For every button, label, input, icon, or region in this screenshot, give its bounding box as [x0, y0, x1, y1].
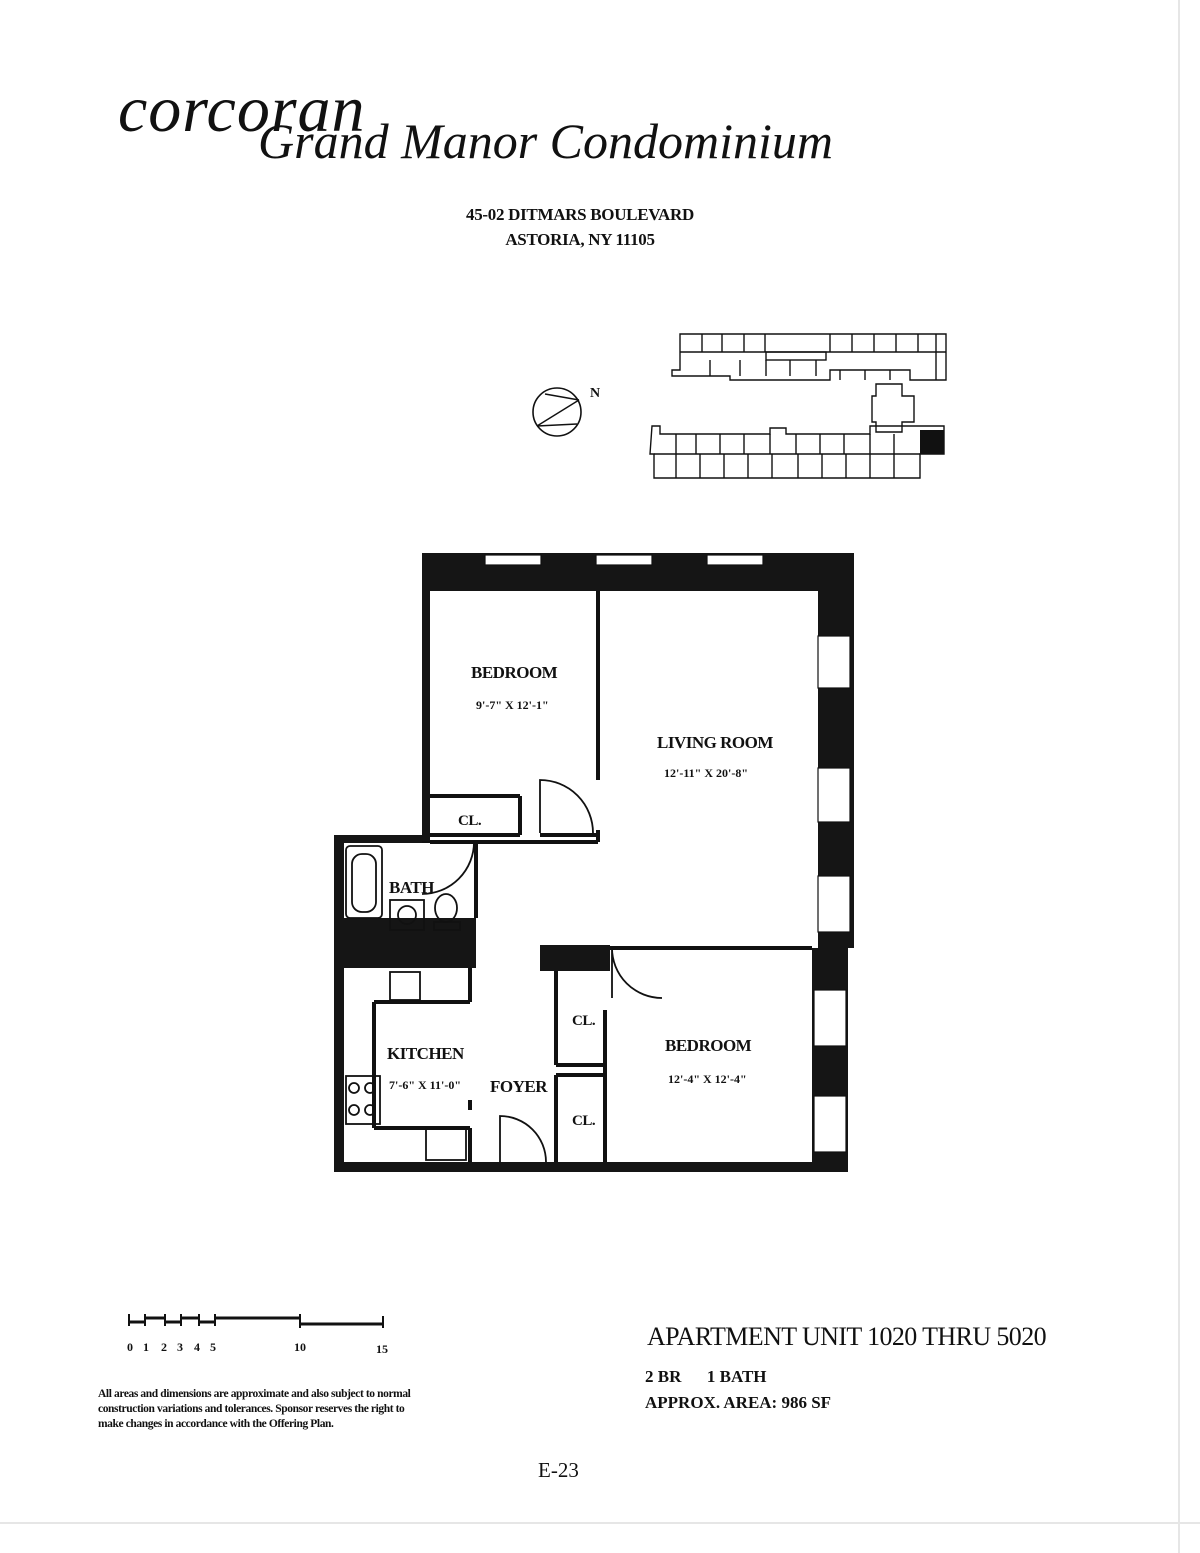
living-room-dims: 12'-11" X 20'-8"	[664, 766, 748, 780]
kitchen-label: KITCHEN	[387, 1044, 464, 1063]
scale-tick-3: 3	[177, 1340, 183, 1354]
unit-rooms: 2 BR 1 BATH	[645, 1367, 767, 1386]
north-compass-icon	[532, 387, 582, 437]
scale-tick-4: 4	[194, 1340, 200, 1354]
scale-tick-5: 5	[210, 1340, 216, 1354]
bedroom-1-label: BEDROOM	[471, 663, 558, 682]
foyer-label: FOYER	[490, 1077, 548, 1096]
floor-plan	[334, 553, 854, 1172]
kitchen-dims: 7'-6" X 11'-0"	[389, 1078, 461, 1092]
scale-tick-0: 0	[127, 1340, 133, 1354]
scale-tick-15: 15	[376, 1342, 388, 1356]
closet-1-label: CL.	[458, 813, 482, 829]
unit-title: APARTMENT UNIT 1020 THRU 5020	[647, 1322, 1047, 1351]
living-room-label: LIVING ROOM	[657, 733, 773, 752]
scale-tick-10: 10	[294, 1340, 306, 1354]
closet-2-label: CL.	[572, 1013, 596, 1029]
north-label: N	[590, 386, 601, 401]
disclaimer-text: All areas and dimensions are approximate…	[98, 1388, 411, 1430]
scale-tick-1: 1	[143, 1340, 149, 1354]
key-plan	[649, 333, 947, 479]
scan-edge-right	[1178, 0, 1180, 1553]
corcoran-logo: corcoran	[118, 73, 366, 146]
address-line-2: ASTORIA, NY 11105	[505, 230, 655, 249]
unit-area: APPROX. AREA: 986 SF	[645, 1393, 832, 1412]
bedroom-1-dims: 9'-7" X 12'-1"	[476, 698, 549, 712]
bath-label: BATH	[389, 878, 434, 897]
building-title: Grand Manor Condominium	[258, 113, 834, 169]
scale-bar	[128, 1314, 384, 1328]
bedroom-2-label: BEDROOM	[665, 1036, 752, 1055]
scan-edge-bottom	[0, 1522, 1200, 1524]
bedroom-2-dims: 12'-4" X 12'-4"	[668, 1072, 747, 1086]
unit-location-marker	[920, 430, 944, 454]
scale-tick-2: 2	[161, 1340, 167, 1354]
page-number: E-23	[538, 1458, 579, 1482]
address-line-1: 45-02 DITMARS BOULEVARD	[466, 205, 694, 224]
closet-3-label: CL.	[572, 1113, 596, 1129]
